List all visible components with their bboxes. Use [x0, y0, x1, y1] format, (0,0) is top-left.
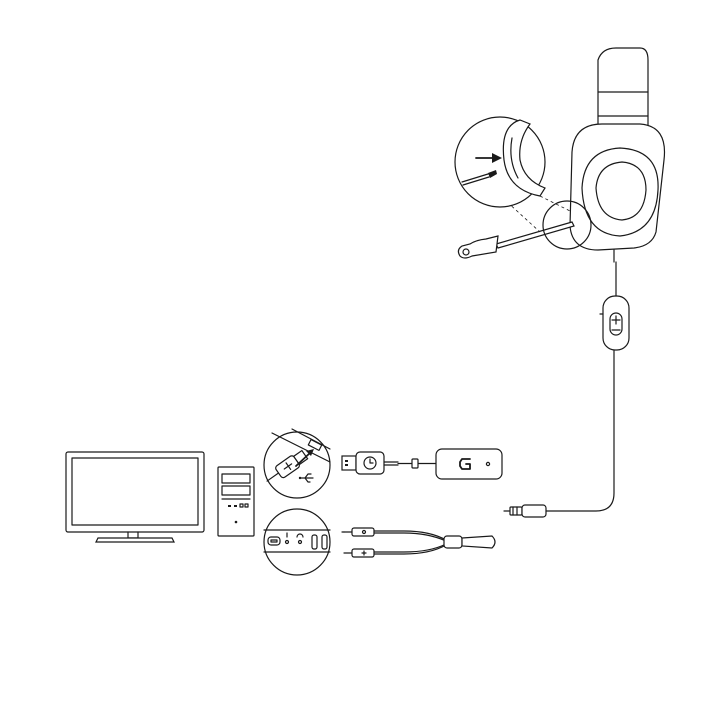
audio-ports-detail — [264, 509, 330, 575]
mic-insert-detail — [455, 117, 545, 207]
headset-icon — [570, 48, 665, 262]
splitter-cable-icon — [342, 528, 495, 557]
microphone-icon — [458, 222, 574, 258]
desktop-tower-icon — [218, 467, 254, 536]
usb-port-detail — [263, 429, 330, 498]
usb-adapter-icon — [342, 449, 502, 479]
monitor-icon — [66, 452, 204, 542]
volume-control-icon — [600, 262, 629, 350]
audio-jack-icon — [504, 350, 614, 517]
